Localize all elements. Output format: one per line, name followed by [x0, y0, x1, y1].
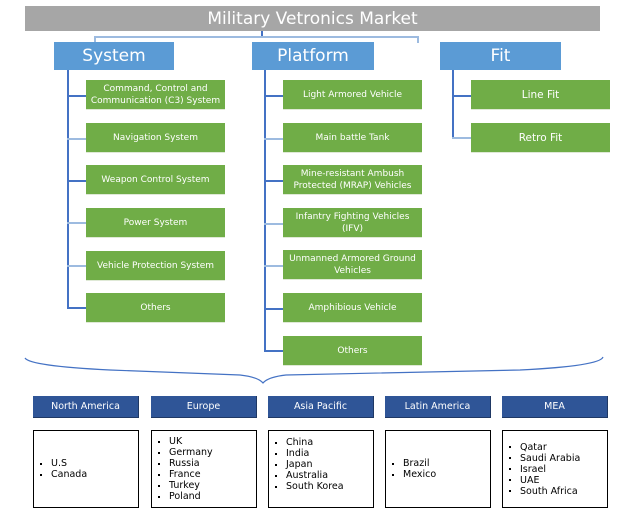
system-item: Weapon Control System [86, 165, 225, 195]
bullet-icon [158, 462, 160, 465]
platform-item: Amphibious Vehicle [283, 293, 422, 323]
branch-connector [67, 95, 86, 97]
bullet-icon [275, 474, 277, 477]
branch-connector [264, 350, 283, 352]
bullet-icon [392, 473, 394, 476]
platform-item: Mine-resistant Ambush Protected (MRAP) V… [283, 165, 422, 195]
bullet-icon [158, 495, 160, 498]
country-item: Russia [158, 458, 256, 469]
region-mea: MEA [502, 396, 608, 418]
branch-connector [452, 95, 471, 97]
asia-pacific-countries: China India Japan Australia South Korea [268, 430, 374, 508]
region-latin-america: Latin America [385, 396, 491, 418]
category-system: System [54, 42, 174, 70]
country-item: South Africa [509, 486, 607, 497]
system-item: Power System [86, 208, 225, 238]
system-item: Command, Control and Communication (C3) … [86, 80, 225, 110]
brace-connector [24, 356, 604, 384]
platform-item: Unmanned Armored Ground Vehicles [283, 250, 422, 280]
mea-countries: Qatar Saudi Arabia Israel UAE South Afri… [502, 430, 608, 508]
country-item: Israel [509, 464, 607, 475]
bullet-icon [509, 446, 511, 448]
fit-item: Retro Fit [471, 123, 610, 153]
category-platform: Platform [252, 42, 374, 70]
country-item: Brazil [392, 458, 490, 469]
north-america-countries: U.S Canada [33, 430, 139, 508]
system-drop-connector [94, 36, 96, 43]
bullet-icon [509, 490, 511, 492]
latin-america-countries: Brazil Mexico [385, 430, 491, 508]
system-tree-line [67, 70, 69, 308]
platform-item: Others [283, 336, 422, 366]
bullet-icon [158, 484, 160, 487]
bullet-icon [158, 440, 160, 443]
bullet-icon [275, 463, 277, 466]
branch-connector [264, 95, 283, 97]
country-item: Australia [275, 470, 373, 481]
branch-connector [264, 180, 283, 182]
region-north-america: North America [33, 396, 139, 418]
bullet-icon [40, 473, 42, 476]
fit-drop-connector [417, 36, 419, 43]
bullet-icon [275, 485, 277, 488]
country-item: U.S [40, 458, 138, 469]
region-europe: Europe [151, 396, 257, 418]
country-item: Mexico [392, 469, 490, 480]
branch-connector [67, 222, 86, 224]
branch-connector [264, 265, 283, 267]
europe-countries: UK Germany Russia France Turkey Poland [151, 430, 257, 508]
category-fit: Fit [440, 42, 561, 70]
branch-connector [264, 138, 283, 140]
bullet-icon [275, 441, 277, 444]
country-item: Turkey [158, 480, 256, 491]
platform-tree-line [264, 70, 266, 352]
country-item: UAE [509, 475, 607, 486]
system-item: Navigation System [86, 123, 225, 153]
bullet-icon [158, 473, 160, 476]
system-item: Vehicle Protection System [86, 251, 225, 281]
fit-tree-line [452, 70, 454, 138]
country-item: China [275, 437, 373, 448]
country-item: Japan [275, 459, 373, 470]
platform-item: Main battle Tank [283, 123, 422, 153]
category-connector [94, 36, 419, 38]
branch-connector [452, 137, 471, 139]
bullet-icon [509, 457, 511, 459]
country-item: France [158, 469, 256, 480]
fit-item: Line Fit [471, 80, 610, 110]
country-item: UK [158, 436, 256, 447]
country-item: Canada [40, 469, 138, 480]
branch-connector [67, 307, 86, 309]
country-item: Germany [158, 447, 256, 458]
region-asia-pacific: Asia Pacific [268, 396, 374, 418]
bullet-icon [509, 479, 511, 481]
bullet-icon [40, 462, 42, 465]
bullet-icon [158, 451, 160, 454]
system-item: Others [86, 293, 225, 323]
branch-connector [67, 138, 86, 140]
branch-connector [264, 223, 283, 225]
country-item: Qatar [509, 442, 607, 453]
bullet-icon [275, 452, 277, 455]
branch-connector [67, 265, 86, 267]
platform-item: Infantry Fighting Vehicles (IFV) [283, 208, 422, 238]
country-item: India [275, 448, 373, 459]
bullet-icon [509, 468, 511, 470]
country-item: Poland [158, 491, 256, 502]
country-item: South Korea [275, 481, 373, 492]
country-item: Saudi Arabia [509, 453, 607, 464]
bullet-icon [392, 462, 394, 465]
title-connector [261, 31, 263, 38]
diagram-title: Military Vetronics Market [25, 6, 600, 31]
branch-connector [67, 180, 86, 182]
branch-connector [264, 308, 283, 310]
platform-item: Light Armored Vehicle [283, 80, 422, 110]
